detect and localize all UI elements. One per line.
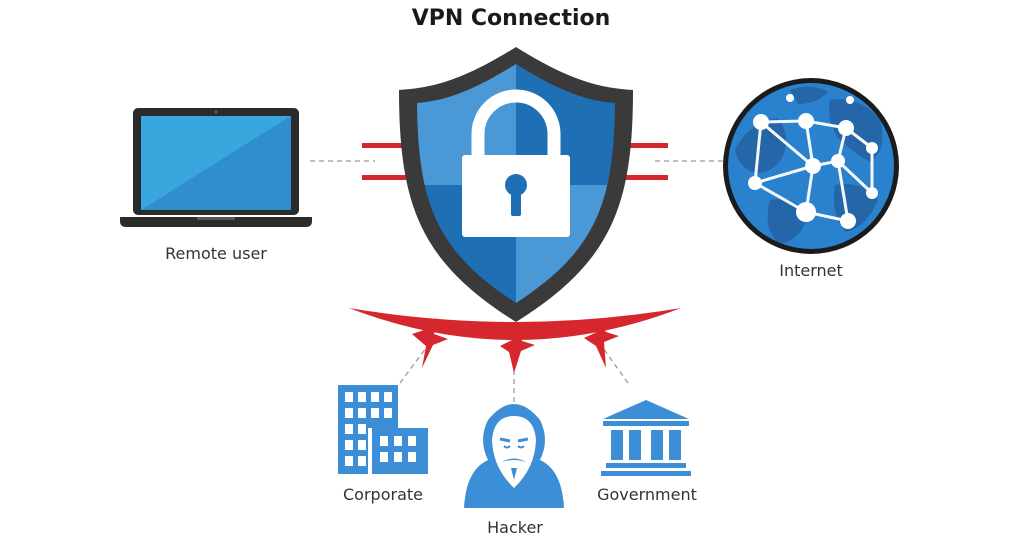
impact-spark-right xyxy=(584,318,619,368)
tunnel-bars xyxy=(362,143,668,180)
internet-label: Internet xyxy=(779,261,843,280)
corporate-label: Corporate xyxy=(343,485,423,504)
impact-spark-center xyxy=(500,324,535,373)
threat-barrier xyxy=(349,308,681,373)
laptop-icon xyxy=(120,108,312,227)
impact-spark-left xyxy=(412,318,448,368)
tunnel-bar-left-top xyxy=(362,143,406,148)
remote-user-label: Remote user xyxy=(165,244,267,263)
page-title: VPN Connection xyxy=(411,6,611,31)
hooded-hacker-icon xyxy=(464,404,564,508)
shield-lock-icon xyxy=(399,47,633,322)
line-government-to-barrier xyxy=(602,347,629,384)
tunnel-bar-left-bottom xyxy=(362,175,406,180)
office-building-icon xyxy=(338,385,428,474)
globe-network-icon xyxy=(723,78,899,254)
government-label: Government xyxy=(597,485,697,504)
connection-lines xyxy=(310,160,726,405)
hacker-label: Hacker xyxy=(487,518,543,537)
line-corporate-to-barrier xyxy=(399,347,427,384)
tunnel-bar-right-top xyxy=(622,143,668,148)
government-building-icon xyxy=(601,400,691,476)
tunnel-bar-right-bottom xyxy=(622,175,668,180)
